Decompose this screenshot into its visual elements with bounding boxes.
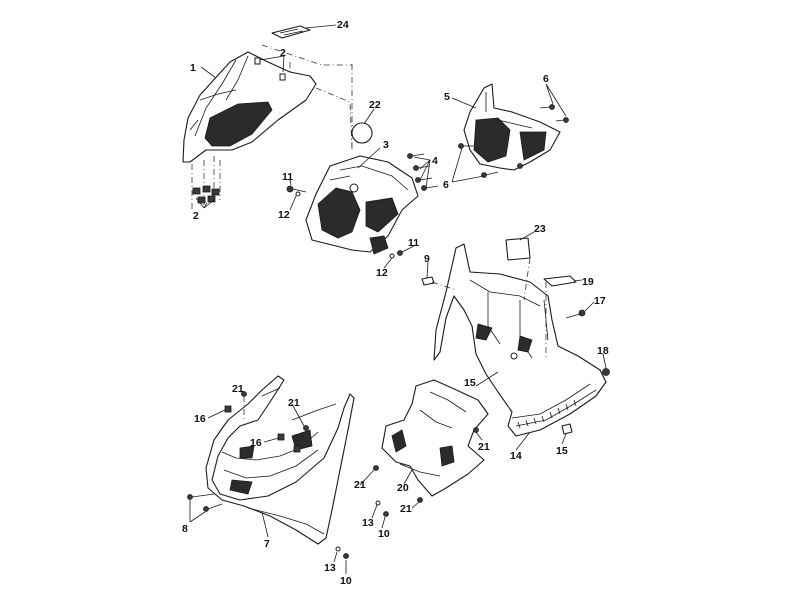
callout-11-right: 11 [408,237,419,249]
callout-21-b: 21 [288,397,300,409]
callout-10-mid: 10 [378,528,390,540]
callout-12-left: 12 [278,209,290,221]
callout-23: 23 [534,223,546,235]
callout-15-left: 15 [464,377,476,389]
callout-22: 22 [369,99,381,111]
callout-leaders [189,24,607,574]
part-bolts-housing [407,153,439,191]
part-inner-leg-shield [433,243,607,437]
callout-19: 19 [582,276,594,288]
part-clip-nuts [192,185,220,204]
callout-5: 5 [444,91,450,103]
part-screw-left [286,185,307,197]
part-screw-right [389,250,403,259]
callout-6-top: 6 [543,73,549,85]
part-front-inner-panel [381,379,489,497]
part-screws-panel [373,427,479,503]
part-fasteners-lower [187,391,389,559]
callout-15-right: 15 [556,445,568,457]
callout-21-a: 21 [232,383,244,395]
part-upper-front-cowl [182,51,317,163]
callout-24: 24 [337,19,349,31]
callout-17: 17 [594,295,606,307]
part-square-label [505,237,531,261]
callout-16-mid: 16 [250,437,262,449]
callout-16-left: 16 [194,413,206,425]
callout-18: 18 [597,345,609,357]
callout-3: 3 [383,139,389,151]
callout-7: 7 [264,538,270,550]
part-round-sticker [351,122,373,144]
part-emblem-decal [271,25,311,39]
callout-13-bottom: 13 [324,562,336,574]
callout-2-bottom: 2 [193,210,199,222]
callout-10-bottom: 10 [340,575,352,587]
part-washer-15 [561,423,573,435]
callout-13-mid: 13 [362,517,374,529]
callout-8: 8 [182,523,188,535]
callout-4: 4 [432,155,438,167]
callout-9: 9 [424,253,430,265]
callout-11-left: 11 [282,171,293,183]
part-clip [421,276,435,286]
callout-2-top: 2 [280,47,286,59]
part-bolts-bracket [458,104,569,178]
part-inner-bracket [463,83,561,171]
part-lower-front-fairing [205,375,355,545]
part-headlight-housing [305,155,419,255]
callout-labels: 1 2 2 3 4 5 6 6 7 8 9 10 10 11 11 12 12 … [182,19,609,587]
callout-21-d: 21 [354,479,366,491]
callout-21-c: 21 [478,441,490,453]
callout-6-bottom: 6 [443,179,449,191]
callout-1: 1 [190,62,196,74]
part-reflector-strip [543,275,577,287]
part-screw-17 [565,309,586,319]
part-screw-18 [602,368,610,376]
callout-21-e: 21 [400,503,412,515]
callout-14: 14 [510,450,522,462]
callout-20: 20 [397,482,409,494]
callout-12-right: 12 [376,267,388,279]
